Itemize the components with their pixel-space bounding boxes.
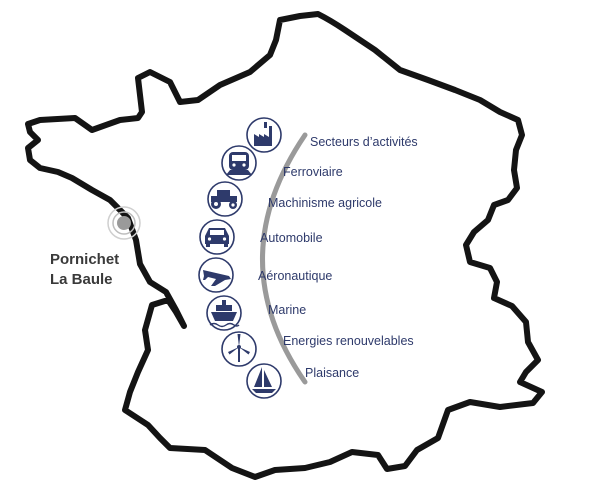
sector-label: Plaisance <box>305 366 359 380</box>
sector-label: Ferroviaire <box>283 165 343 179</box>
factory-icon <box>246 117 282 153</box>
sailboat-icon <box>246 363 282 399</box>
sector-label: Aéronautique <box>258 269 332 283</box>
city-label-line2: La Baule <box>50 271 113 288</box>
sector-label: Automobile <box>260 231 323 245</box>
sectors-arc <box>260 132 308 385</box>
location-marker <box>107 206 141 240</box>
sector-aeronautique: Aéronautique <box>198 257 332 293</box>
sector-plaisance: Plaisance <box>246 363 359 399</box>
train-icon <box>221 145 257 181</box>
sector-ferroviaire: Ferroviaire <box>221 145 343 181</box>
france-outline <box>25 11 545 480</box>
ship-icon <box>206 295 242 331</box>
tractor-icon <box>207 181 243 217</box>
car-icon <box>199 219 235 255</box>
sectors-heading-label: Secteurs d’activités <box>310 135 418 149</box>
sector-heading: Secteurs d’activités <box>246 117 418 153</box>
sector-machinisme-agricole: Machinisme agricole <box>207 181 382 217</box>
marker-ring-outer <box>107 206 141 240</box>
sector-energies-renouvelables: Energies renouvelables <box>221 331 414 367</box>
wind-turbine-icon <box>221 331 257 367</box>
airplane-icon <box>198 257 234 293</box>
sector-label: Machinisme agricole <box>268 196 382 210</box>
marker-dot <box>117 216 131 230</box>
sector-label: Energies renouvelables <box>283 334 414 348</box>
sector-label: Marine <box>268 303 306 317</box>
city-label-line1: Pornichet <box>50 251 119 268</box>
marker-ring-mid <box>112 211 136 235</box>
sector-automobile: Automobile <box>199 219 323 255</box>
sector-marine: Marine <box>206 295 306 331</box>
